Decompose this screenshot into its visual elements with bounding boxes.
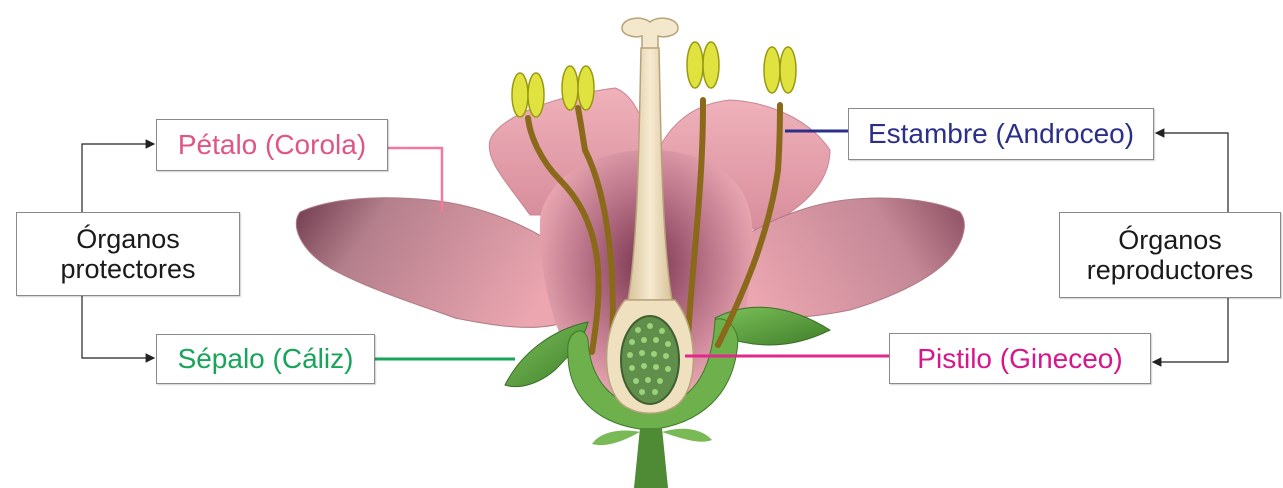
protectores-arrow-to-sepalo <box>82 296 154 358</box>
organos-protectores-line1: Órganos <box>76 224 180 254</box>
stem-leaflet-left <box>592 431 640 446</box>
organos-protectores-line2: protectores <box>60 254 195 284</box>
sepalo-label: Sépalo (Cáliz) <box>156 334 375 384</box>
organos-reproductores-box: Órganos reproductores <box>1059 212 1281 298</box>
flower-stem <box>634 428 668 488</box>
petalo-label: Pétalo (Corola) <box>156 119 388 171</box>
protectores-arrow-to-petalo <box>82 144 154 212</box>
stamen-anther-3 <box>687 42 719 88</box>
reproductores-arrow-to-pistilo <box>1153 298 1228 362</box>
organos-reproductores-line1: Órganos <box>1118 225 1222 255</box>
reproductores-arrow-to-estambre <box>1156 133 1228 212</box>
pistil-ovary <box>621 316 679 404</box>
organos-reproductores-line2: reproductores <box>1087 255 1254 285</box>
stem-leaflet-right <box>662 429 712 442</box>
organos-protectores-box: Órganos protectores <box>16 212 240 296</box>
pistilo-label: Pistilo (Gineceo) <box>889 333 1151 384</box>
estambre-label: Estambre (Androceo) <box>848 108 1154 160</box>
petal-left <box>296 198 582 328</box>
stamen-anther-4 <box>764 47 796 93</box>
pistil-stigma <box>622 18 678 50</box>
